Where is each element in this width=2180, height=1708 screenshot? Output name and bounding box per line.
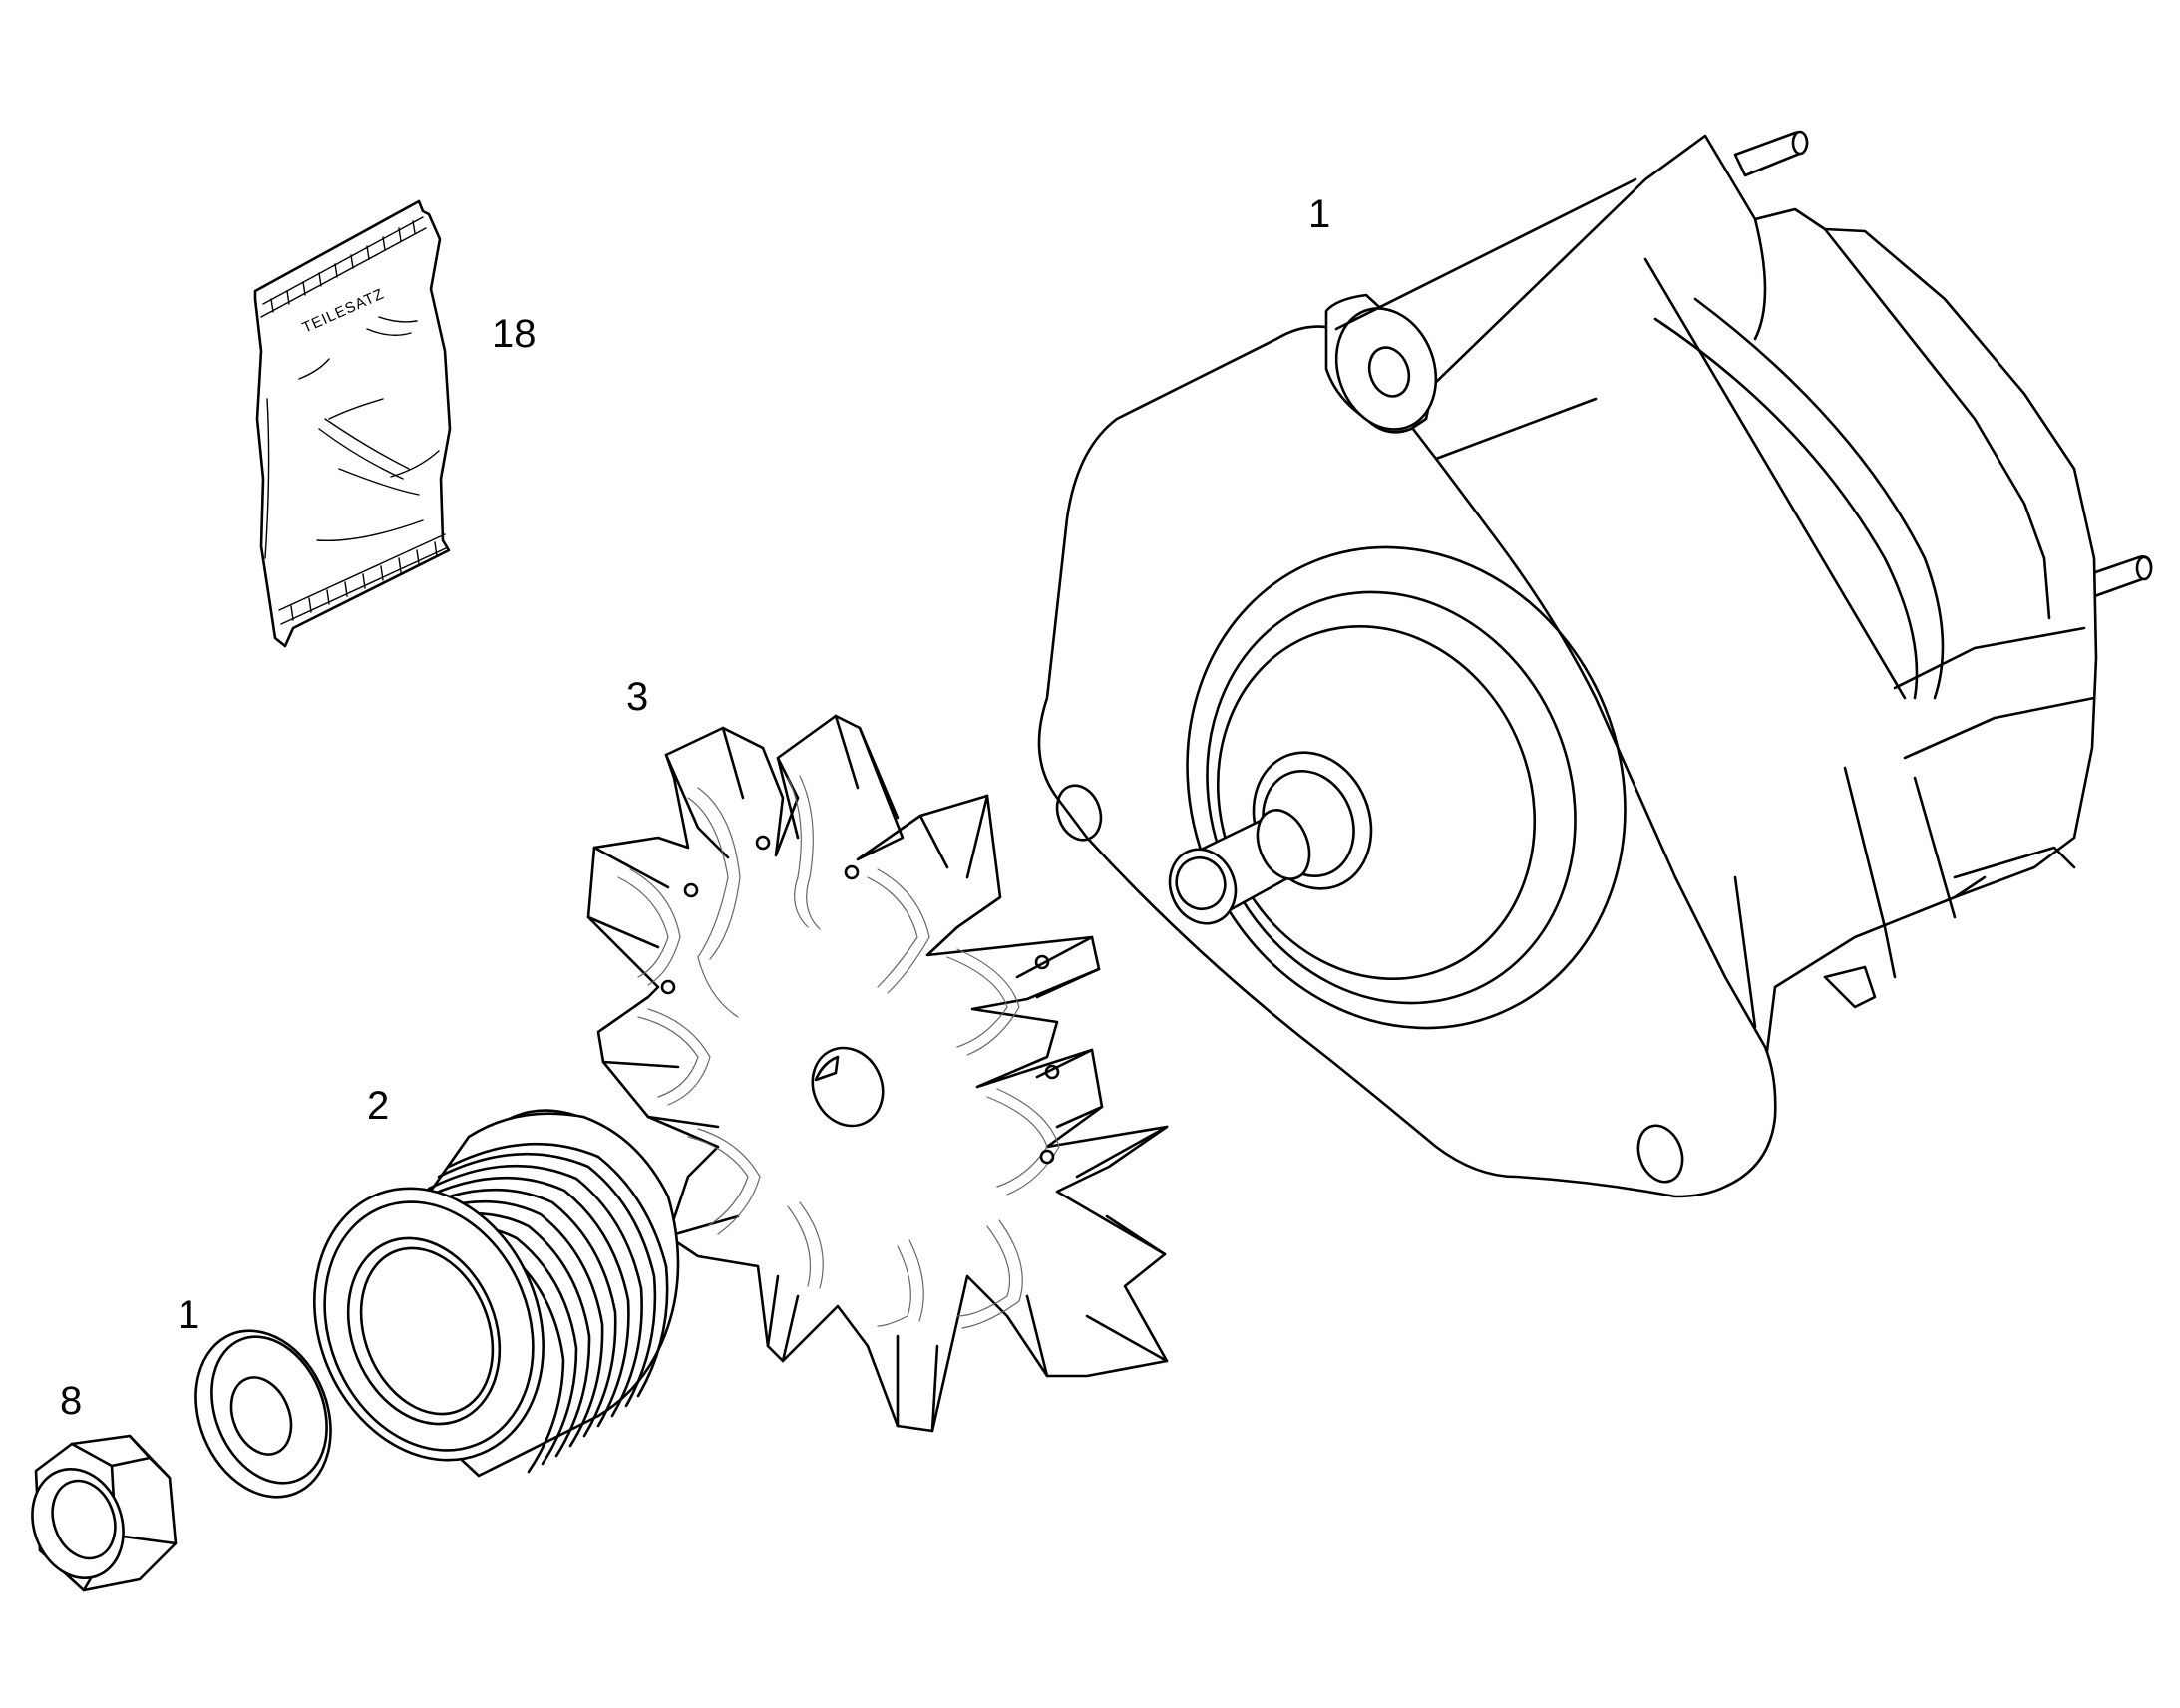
callout-nut: 8 <box>60 1379 82 1423</box>
alternator <box>1037 130 2153 1198</box>
callout-washer: 1 <box>178 1293 199 1337</box>
callout-alternator: 1 <box>1308 192 1330 236</box>
pulley <box>313 1109 680 1478</box>
washer <box>194 1329 332 1499</box>
callout-parts-kit: 18 <box>492 312 537 356</box>
fan <box>586 714 1169 1433</box>
hex-nut <box>31 1434 178 1592</box>
callout-pulley: 2 <box>367 1084 389 1128</box>
parts-kit-bag: TEILESATZ <box>253 199 452 648</box>
callout-fan: 3 <box>626 675 648 719</box>
